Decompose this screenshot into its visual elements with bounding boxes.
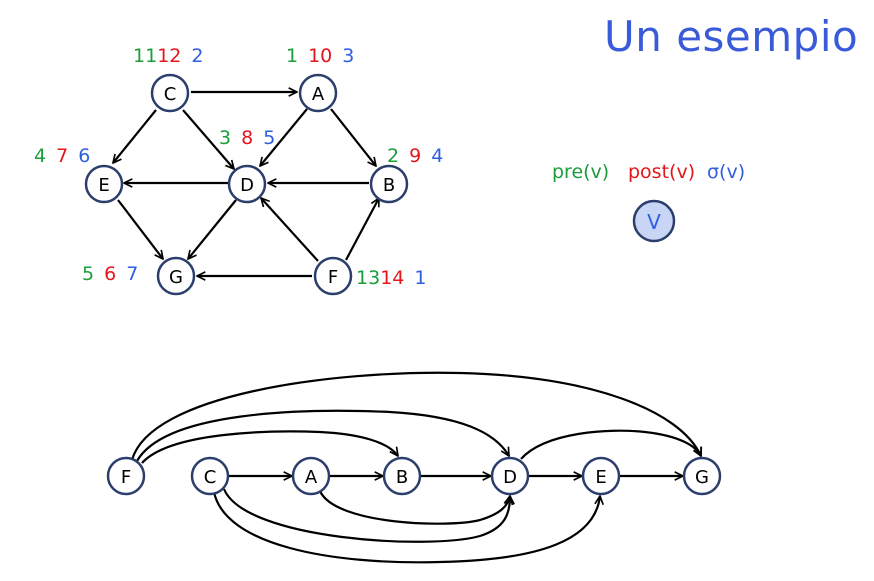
node-e: E <box>84 164 124 204</box>
legend-pre: pre(v) <box>552 161 609 183</box>
legend-sigma: σ(v) <box>707 161 745 183</box>
topological-edges <box>130 371 702 564</box>
topo-edge-d-g <box>520 429 702 460</box>
topo-node-b: B <box>382 456 422 496</box>
sigma-value: 1 <box>414 267 426 289</box>
topo-node-e: E <box>581 456 621 496</box>
pre-value: 5 <box>82 263 94 285</box>
pre-value: 4 <box>34 145 46 167</box>
topo-node-f: F <box>106 456 146 496</box>
post-value: 10 <box>308 45 332 67</box>
topo-node-label: A <box>305 467 318 488</box>
topo-node-c: C <box>190 456 230 496</box>
sigma-value: 2 <box>191 45 203 67</box>
topo-edge-c-e <box>212 491 600 564</box>
edge-a-d <box>260 108 308 166</box>
topo-node-label: D <box>503 467 517 488</box>
pre-value: 11 <box>133 45 157 67</box>
sigma-value: 6 <box>78 145 90 167</box>
graph-edges <box>113 92 380 276</box>
post-value: 12 <box>157 45 181 67</box>
node-label: D <box>240 175 254 196</box>
topo-edge-c-d <box>222 488 510 543</box>
pre-value: 13 <box>356 267 380 289</box>
node-label: E <box>98 175 109 196</box>
post-value: 9 <box>409 145 421 167</box>
edge-e-g <box>117 199 163 259</box>
topo-edge-a-d <box>318 490 510 525</box>
legend: pre(v) post(v) σ(v) V <box>552 161 745 243</box>
edge-d-g <box>188 199 237 259</box>
topological-nodes: F C A B D E G <box>106 456 722 496</box>
node-f: F <box>313 256 353 296</box>
annotation-a: 1 10 3 <box>286 45 354 67</box>
node-label: F <box>328 267 338 288</box>
pre-value: 3 <box>219 127 231 149</box>
pre-value: 2 <box>387 145 399 167</box>
pre-value: 1 <box>286 45 298 67</box>
post-value: 6 <box>104 263 116 285</box>
topo-edge-f-d <box>136 409 510 462</box>
edge-c-d <box>182 109 234 169</box>
node-b: B <box>369 164 409 204</box>
topo-edge-f-b <box>141 430 398 464</box>
legend-node: V <box>632 199 676 243</box>
legend-post: post(v) <box>628 161 695 183</box>
legend-node-label: V <box>647 210 661 234</box>
edge-f-b <box>345 198 380 261</box>
node-label: B <box>383 175 395 196</box>
slide-title: Un esempio <box>604 12 859 61</box>
node-a: A <box>298 73 338 113</box>
edge-f-d <box>261 198 319 262</box>
node-label: C <box>164 84 177 105</box>
topo-node-a: A <box>291 456 331 496</box>
edge-a-b <box>330 108 376 166</box>
post-value: 7 <box>56 145 68 167</box>
sigma-value: 3 <box>342 45 354 67</box>
topo-edge-f-g <box>130 371 701 461</box>
node-label: G <box>169 267 183 288</box>
topo-node-label: E <box>595 467 606 488</box>
node-c: C <box>150 73 190 113</box>
topo-node-label: B <box>396 467 408 488</box>
node-d: D <box>227 164 267 204</box>
post-value: 14 <box>380 267 404 289</box>
topo-node-label: G <box>695 467 709 488</box>
annotation-f: 1314 1 <box>356 267 426 289</box>
topo-node-d: D <box>490 456 530 496</box>
node-label: A <box>312 84 325 105</box>
post-value: 8 <box>241 127 253 149</box>
annotation-c: 1112 2 <box>133 45 203 67</box>
sigma-value: 5 <box>263 127 275 149</box>
topo-node-g: G <box>682 456 722 496</box>
sigma-value: 4 <box>431 145 443 167</box>
topo-node-label: C <box>204 467 217 488</box>
edge-c-e <box>113 109 157 163</box>
node-g: G <box>156 256 196 296</box>
graph-nodes: C A E D B G F <box>84 73 409 296</box>
topo-node-label: F <box>121 467 131 488</box>
sigma-value: 7 <box>126 263 138 285</box>
